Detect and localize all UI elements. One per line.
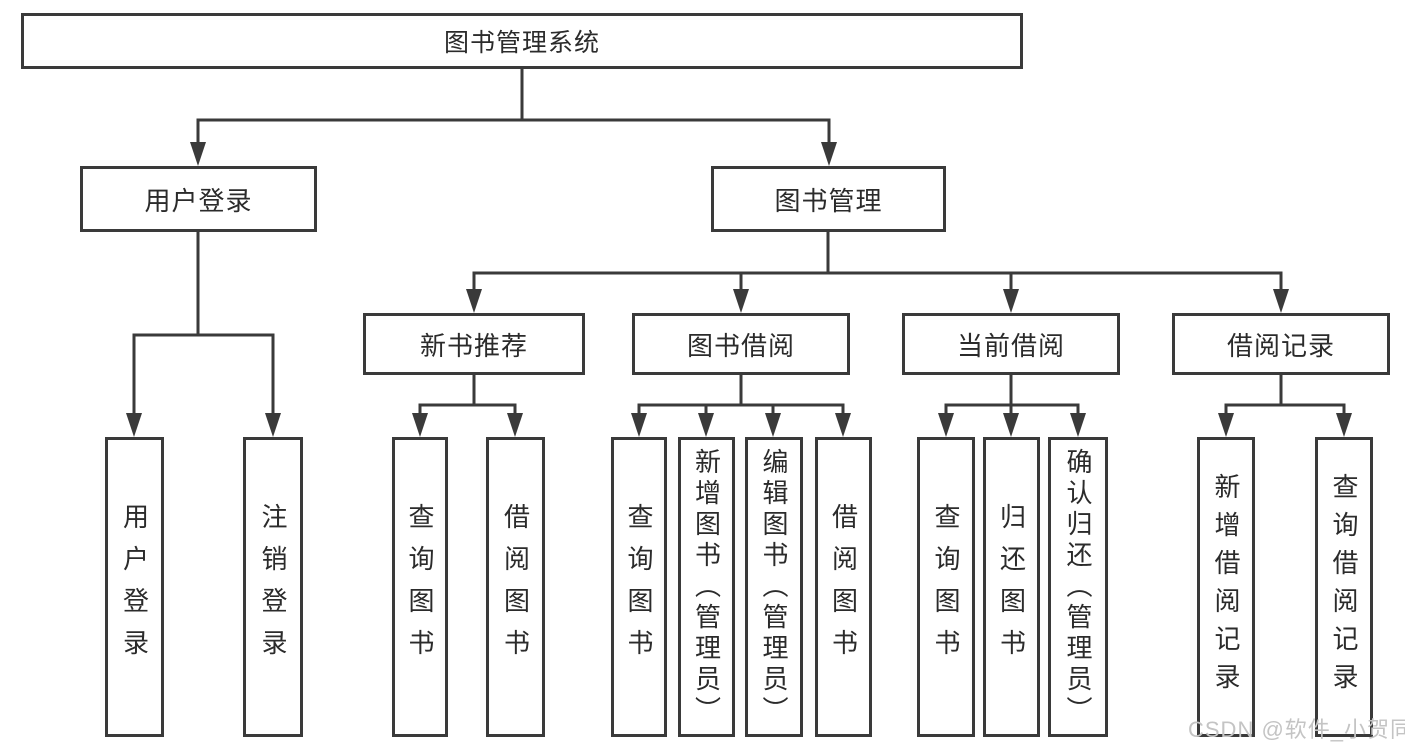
leaf-current-confirm-return-admin: 确认归还（管理员）	[1048, 437, 1108, 737]
leaf-borrow-borrow: 借阅图书	[815, 437, 872, 737]
leaf-borrow-edit-admin-label: 编辑图书（管理员）	[759, 447, 789, 727]
leaf-records-add-label: 新增借阅记录	[1211, 473, 1241, 701]
leaf-borrow-query: 查询图书	[611, 437, 667, 737]
node-user-login: 用户登录	[80, 166, 317, 232]
leaf-records-query: 查询借阅记录	[1315, 437, 1373, 737]
node-root: 图书管理系统	[21, 13, 1023, 69]
leaf-user-login: 用户登录	[105, 437, 164, 737]
leaf-current-query: 查询图书	[917, 437, 975, 737]
leaf-newbook-query-label: 查询图书	[405, 503, 435, 671]
node-user-login-label: 用户登录	[144, 185, 253, 216]
leaf-user-login-label: 用户登录	[119, 503, 150, 671]
leaf-logout-label: 注销登录	[258, 503, 288, 671]
node-new-book-recommend-label: 新书推荐	[419, 330, 528, 361]
leaf-borrow-borrow-label: 借阅图书	[828, 503, 859, 671]
leaf-borrow-add-admin: 新增图书（管理员）	[678, 437, 735, 737]
leaf-current-return: 归还图书	[983, 437, 1040, 737]
node-book-management: 图书管理	[711, 166, 946, 232]
leaf-current-confirm-return-admin-label: 确认归还（管理员）	[1063, 447, 1093, 727]
node-root-label: 图书管理系统	[443, 29, 600, 57]
node-current-borrow-label: 当前借阅	[956, 330, 1065, 361]
node-new-book-recommend: 新书推荐	[363, 313, 585, 375]
leaf-current-return-label: 归还图书	[996, 503, 1027, 671]
node-book-borrow: 图书借阅	[632, 313, 850, 375]
leaf-borrow-query-label: 查询图书	[624, 503, 654, 671]
leaf-newbook-borrow: 借阅图书	[486, 437, 545, 737]
leaf-newbook-borrow-label: 借阅图书	[500, 503, 531, 671]
leaf-records-query-label: 查询借阅记录	[1329, 473, 1359, 701]
leaf-logout: 注销登录	[243, 437, 303, 737]
watermark-text: CSDN @软件_小贺同学	[1188, 717, 1405, 742]
leaf-borrow-edit-admin: 编辑图书（管理员）	[745, 437, 803, 737]
leaf-records-add: 新增借阅记录	[1197, 437, 1255, 737]
leaf-newbook-query: 查询图书	[392, 437, 448, 737]
node-book-borrow-label: 图书借阅	[686, 330, 795, 361]
leaf-borrow-add-admin-label: 新增图书（管理员）	[691, 447, 722, 727]
node-book-management-label: 图书管理	[774, 185, 883, 216]
node-borrow-records: 借阅记录	[1172, 313, 1390, 375]
node-current-borrow: 当前借阅	[902, 313, 1120, 375]
node-borrow-records-label: 借阅记录	[1226, 330, 1335, 361]
leaf-current-query-label: 查询图书	[931, 503, 961, 671]
